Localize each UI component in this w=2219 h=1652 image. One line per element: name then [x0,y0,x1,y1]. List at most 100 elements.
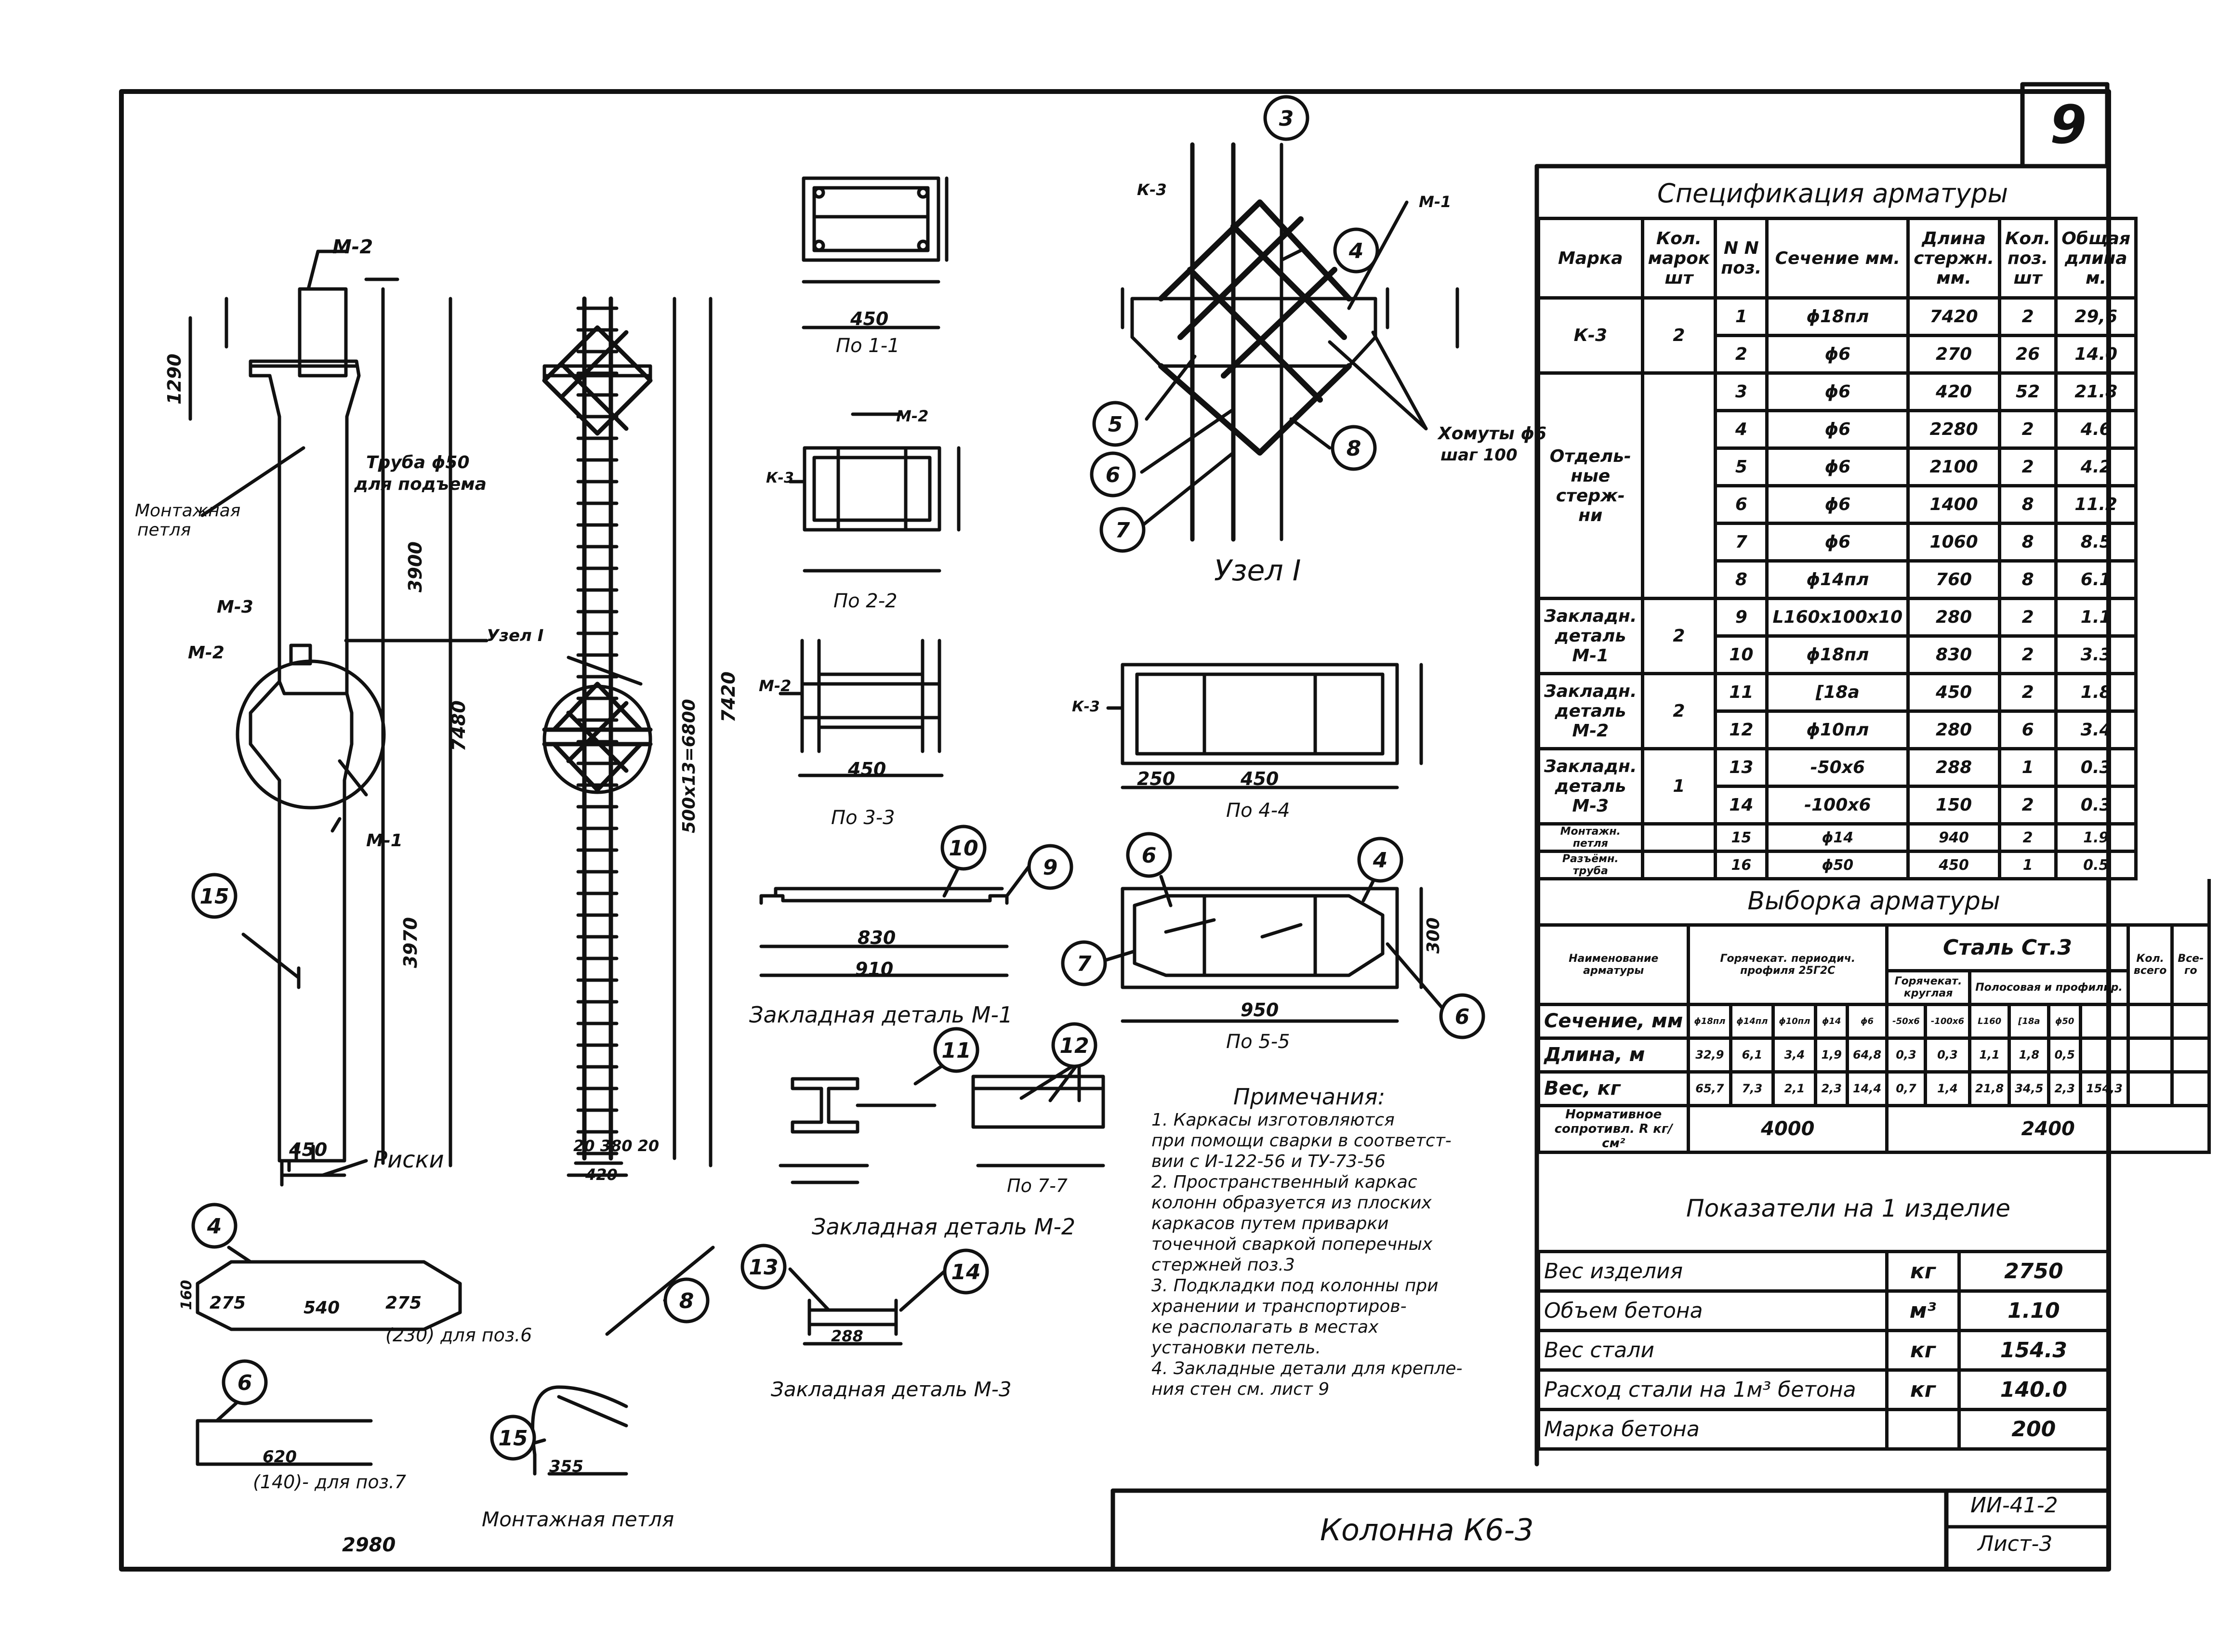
indicator-unit [1885,1408,1961,1451]
label-k3-a: К-3 [766,470,794,486]
note-line: вии с И-122-56 и ТУ-73-56 [1151,1152,1386,1171]
label-pipe: Труба ϕ50 [366,453,470,472]
sel-head-steel: Сталь Ст.3 [1885,923,2130,972]
spec-cell-total: 4.6 [2054,409,2138,450]
position-circle-label: 6 [1106,463,1121,487]
sel-cell: ϕ6 [1845,1002,1889,1040]
dim-3970: 3970 [400,917,421,968]
indicator-name: Марка бетона [1537,1408,1889,1451]
indicator-unit: кг [1885,1329,1961,1372]
position-circle [1090,451,1136,498]
position-circle-label: 5 [1108,412,1123,437]
label-loop2: петля [137,520,191,540]
sel-cell: 14,4 [1845,1070,1889,1107]
spec-cell-pos: 1 [1714,296,1769,337]
position-circle-label: 8 [1347,436,1361,461]
sel-head-hot: Горячекат. периодич. профиля 25Г2С [1687,923,1889,1006]
note-line: ке располагать в местах [1151,1317,1379,1337]
position-circle-label: 7 [1077,952,1092,976]
dim-3900: 3900 [405,541,426,592]
spec-cell-qty: 8 [1997,522,2058,563]
page-number: 9 [2050,94,2087,156]
sel-cell: 1,4 [1923,1070,1972,1107]
indicator-row: Марка бетона 200 [1537,1408,2111,1451]
spec-mark-cell: Закладн. деталь М-2 [1537,672,1644,750]
sel-head-all: Все-го [2170,923,2211,1006]
sel-cell: 7,3 [1729,1070,1775,1107]
sel-cell [2126,1070,2174,1107]
spec-cell-pos: 11 [1714,672,1769,713]
embed-m1-title: Закладная деталь М-1 [749,1002,1013,1028]
dim-6800: 500x13=6800 [679,699,699,833]
spec-header-cell: Кол. марок шт [1640,217,1717,300]
spec-cell-total: 1.9 [2054,822,2138,853]
position-circle-label: 10 [949,836,978,861]
sel-head-strip: Полосовая и профилир. [1968,969,2130,1006]
position-circle-label: 15 [199,884,229,909]
position-circle-label: 3 [1279,106,1294,131]
spec-cell-length: 1400 [1906,484,2001,525]
label-m2-top: М-2 [332,236,373,258]
spec-mark-cell: Монтажн. петля [1537,822,1644,853]
sel-cell: 6,1 [1729,1036,1775,1074]
position-circle-label: 4 [1348,239,1364,263]
sel-norm-st3: 2400 [1885,1103,2211,1154]
spec-cell-pos: 14 [1714,785,1769,826]
sel-cell: 32,9 [1687,1036,1733,1074]
indicator-name: Вес стали [1537,1329,1889,1372]
label-loop: Монтажная [135,501,241,521]
position-circle-label: 12 [1059,1034,1089,1058]
reinforcement-cage [542,296,713,1177]
sel-cell: 65,7 [1687,1070,1733,1107]
indicator-unit: м³ [1885,1289,1961,1332]
spec-cell-length: 420 [1906,371,2001,412]
section-4-4 [1106,663,1423,789]
spec-cell-qty: 6 [1997,709,2058,750]
sel-cell: 64,8 [1845,1036,1889,1074]
sel-cell: ϕ50 [2047,1002,2082,1040]
indicator-unit: кг [1885,1368,1961,1411]
section-1-1-title: По 1-1 [836,335,900,357]
spec-cell-total: 1.1 [2054,597,2138,638]
sel-cell: L160 [1968,1002,2011,1040]
spec-cell-pos: 2 [1714,334,1769,375]
position-circle [940,825,987,871]
spec-cell-pos: 13 [1714,747,1769,788]
spec-cell-length: 2280 [1906,409,2001,450]
position-circle-label: 15 [498,1426,528,1451]
sel-row-label: Длина, м [1536,1036,1691,1074]
spec-cell-section: ϕ6 [1765,522,1910,563]
spec-cell-qty: 2 [1997,296,2058,337]
notes-title: Примечания: [1233,1084,1386,1110]
spec-mark-cell: Закладн. деталь М-3 [1537,747,1644,826]
spec-cell-length: 450 [1906,850,2001,880]
spec-cell-total: 0.3 [2054,747,2138,788]
spec-cell-length: 270 [1906,334,2001,375]
sel-cell: 0,7 [1885,1070,1927,1107]
spec-cell-qty: 8 [1997,484,2058,525]
spec-cell-qty: 1 [1997,747,2058,788]
position-circle [1263,95,1309,141]
section-1-1 [802,176,949,329]
label-m1-node: М-1 [1419,193,1452,211]
sel-norm-hot: 4000 [1687,1103,1889,1154]
indicator-value: 200 [1957,1408,2111,1451]
dim-830: 830 [858,927,896,948]
position-circle-label: 9 [1043,855,1058,880]
spec-cell-pos: 6 [1714,484,1769,525]
spec-header-cell: Кол. поз. шт [1997,217,2058,300]
note-line: хранении и транспортиров- [1151,1297,1407,1316]
sel-cell: 21,8 [1968,1070,2011,1107]
dim-7480: 7480 [448,700,469,751]
sel-cell [2126,1002,2174,1040]
